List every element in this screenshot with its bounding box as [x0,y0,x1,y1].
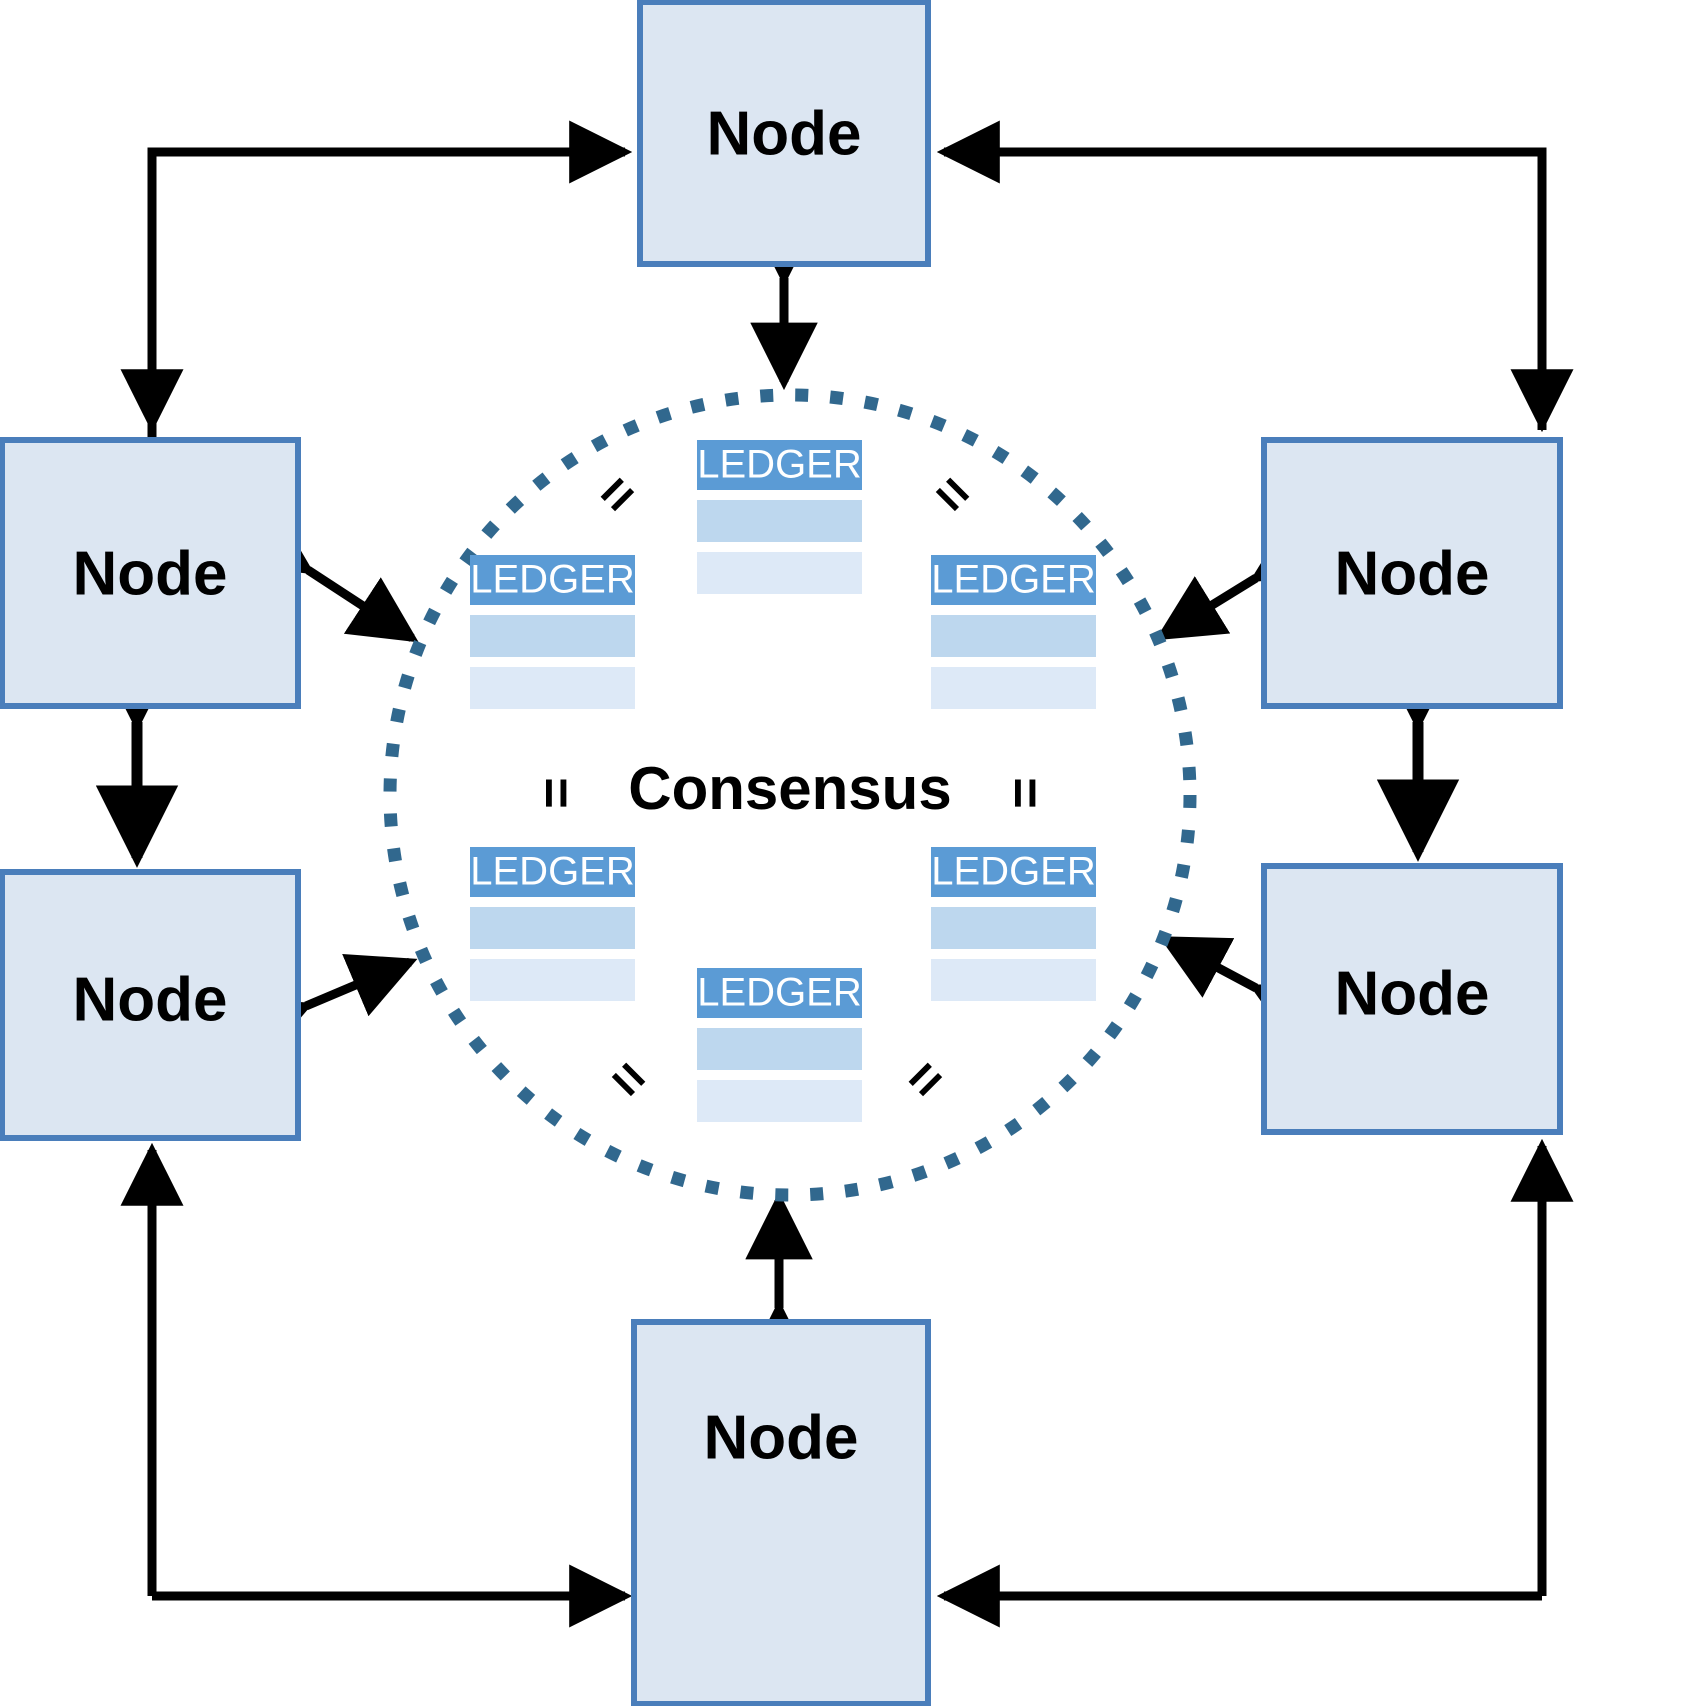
consensus-label: Consensus [628,755,951,822]
node-consensus-arrows [238,218,1325,1368]
arrow-ring-top-right [936,120,1547,430]
node-left-upper-box[interactable] [0,437,301,709]
node-left-upper-label: Node [73,539,228,608]
ledger-lower-right-header-bar [931,847,1096,897]
ledger-bottom-row-2 [697,1080,862,1122]
equals-top-right-icon: = [920,462,985,527]
ledger-bottom-row-1 [697,1028,862,1070]
ledger-upper-right-header-bar [931,555,1096,605]
equals-mid-right-icon: = [996,777,1056,809]
ledger-lower-left-row-1 [470,907,635,949]
ledger-upper-left: LEDGER [470,555,635,709]
node-right-upper[interactable]: Node [1261,437,1563,709]
ledger-lower-right-row-2 [931,959,1096,1001]
node-left-lower-label: Node [73,965,228,1034]
ledger-bottom-header-bar [697,968,862,1018]
node-bottom[interactable]: Node [631,1319,931,1706]
node-top-label: Node [707,99,862,168]
ledger-upper-right-row-2 [931,667,1096,709]
arrow-right-upper-node-to-consensus [1155,518,1325,641]
arrow-left-lower-node-to-consensus [238,954,418,1061]
ledger-lower-left: LEDGER [470,847,635,1001]
node-right-lower-box[interactable] [1261,863,1563,1135]
equals-top-left-icon: = [585,462,650,527]
ledger-lower-left-header-bar [470,847,635,897]
node-bottom-box[interactable] [631,1319,931,1706]
node-left-lower[interactable]: Node [0,869,301,1141]
ledger-top-row-1 [697,500,862,542]
ledger-lower-right-label: LEDGER [931,850,1096,894]
outer-ring-arrows [120,120,1574,1628]
node-right-lower[interactable]: Node [1261,863,1563,1135]
node-bottom-label: Node [704,1403,859,1472]
node-top[interactable]: Node [637,0,931,267]
equals-bottom-left-icon: = [596,1047,661,1112]
ledger-upper-right-label: LEDGER [931,558,1096,602]
arrow-right-lower-node-to-consensus [1158,936,1325,1046]
ledger-lower-right-row-1 [931,907,1096,949]
arrow-left-upper-node-to-consensus [239,509,419,643]
ledger-upper-left-row-2 [470,667,635,709]
ledger-upper-left-header-bar [470,555,635,605]
node-top-box[interactable] [637,0,931,267]
consensus-circle [383,388,1197,1202]
node-left-lower-box[interactable] [0,869,301,1141]
ledger-top: LEDGER [697,440,862,594]
equals-bottom-right-icon: = [893,1047,958,1112]
ledger-upper-right-row-1 [931,615,1096,657]
node-left-upper[interactable]: Node [0,437,301,709]
ledger-top-row-2 [697,552,862,594]
node-right-upper-box[interactable] [1261,437,1563,709]
node-right-lower-label: Node [1335,959,1490,1028]
ledger-upper-left-row-1 [470,615,635,657]
ledger-lower-right: LEDGER [931,847,1096,1001]
ledger-bottom: LEDGER [697,968,862,1122]
ledger-upper-right: LEDGER [931,555,1096,709]
equals-mid-left-icon: = [527,777,587,809]
ledger-lower-left-label: LEDGER [470,850,635,894]
node-right-upper-label: Node [1335,539,1490,608]
ledger-lower-left-row-2 [470,959,635,1001]
ledger-bottom-label: LEDGER [697,971,862,1015]
ledger-top-label: LEDGER [697,443,862,487]
side-node-link-arrows [95,649,1460,868]
ledger-top-header-bar [697,440,862,490]
ledger-upper-left-label: LEDGER [470,558,635,602]
